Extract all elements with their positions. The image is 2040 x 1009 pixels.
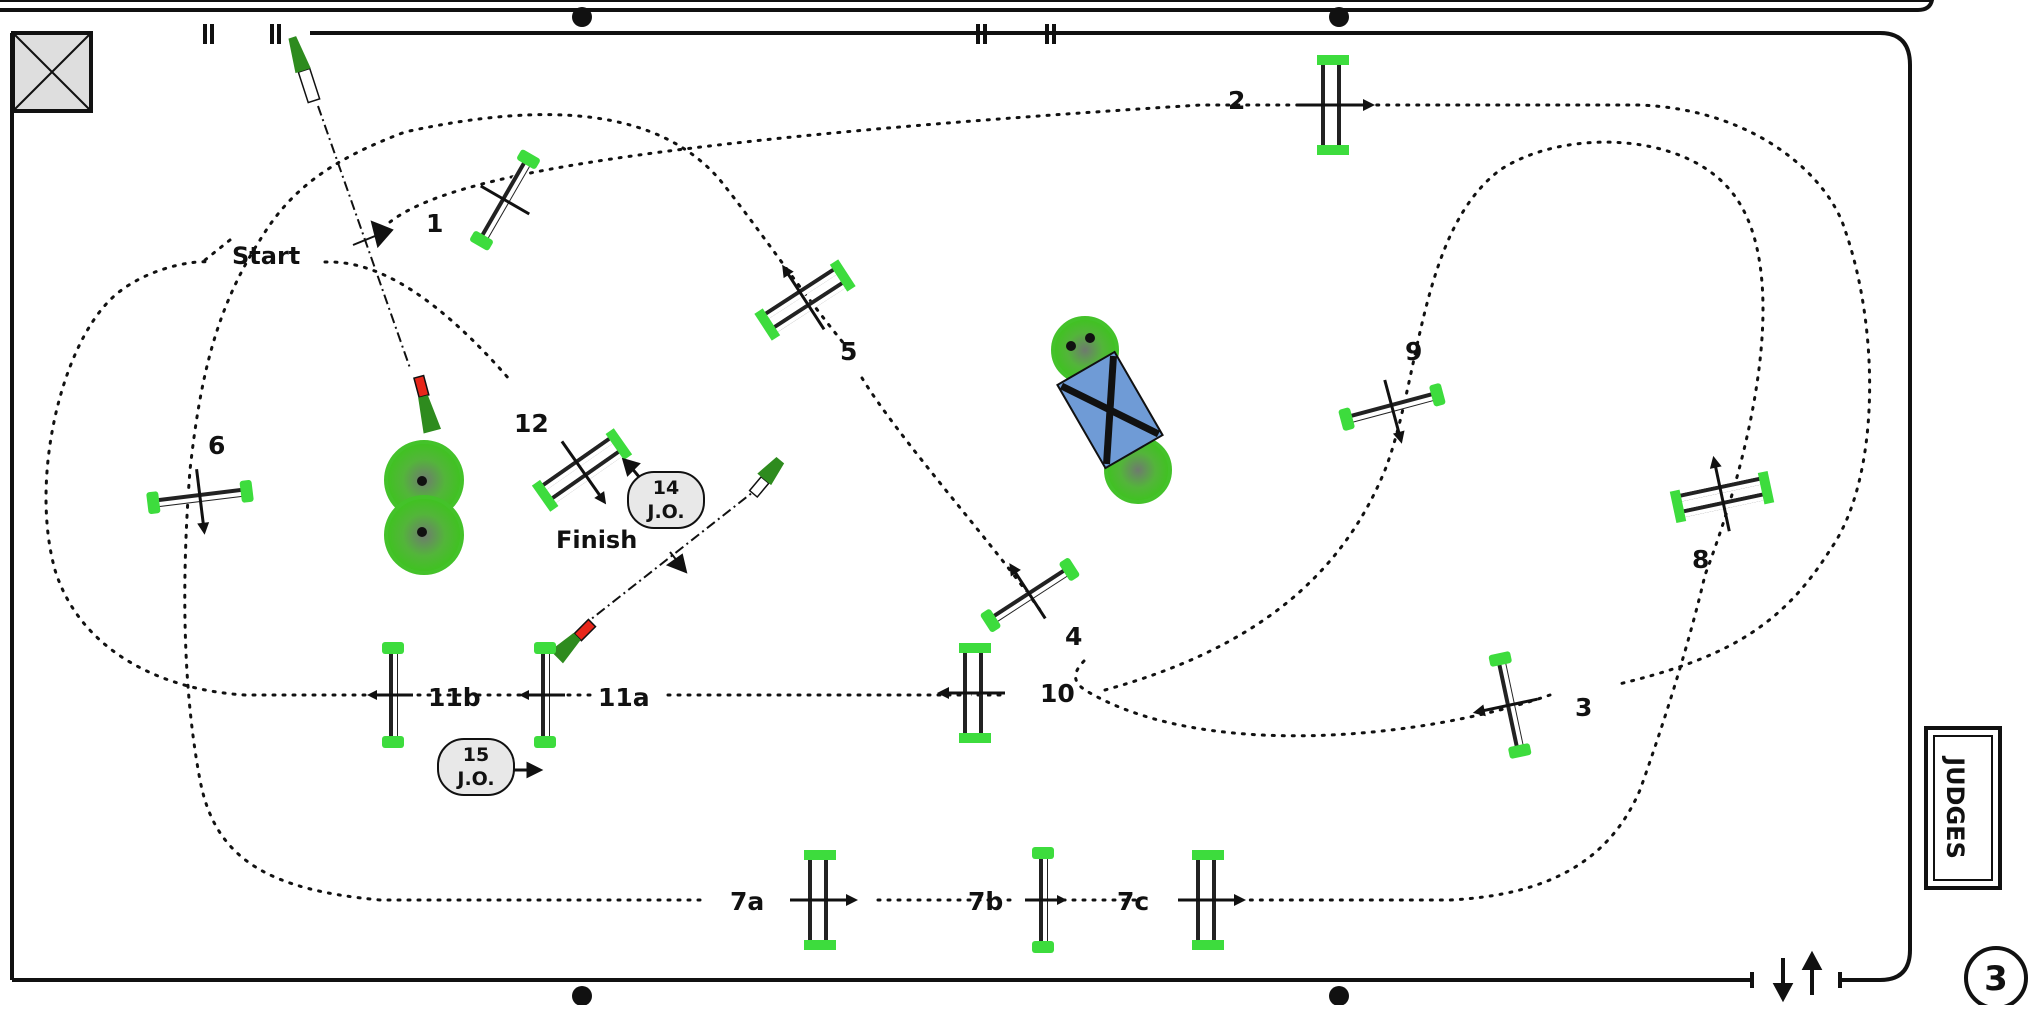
page-number-badge: 3	[1964, 946, 2028, 1009]
label-finish: Finish	[556, 526, 637, 554]
label-9: 9	[1405, 337, 1422, 366]
label-4: 4	[1065, 622, 1082, 651]
trees	[384, 316, 1172, 575]
start-line	[317, 105, 763, 621]
jump-4	[979, 556, 1081, 634]
course-labels: Start Finish 1 2 3 4 5 6 7a 7b 7c 8 9 10…	[208, 86, 1709, 916]
jump-7a	[790, 850, 858, 950]
jump-7c	[1178, 850, 1246, 950]
label-2: 2	[1228, 86, 1245, 115]
jump-8	[1669, 455, 1775, 532]
water-obstacle	[1056, 350, 1164, 470]
flags	[288, 36, 785, 664]
arena-outline	[12, 31, 1912, 982]
course-track	[44, 103, 1872, 902]
jump-1	[468, 148, 542, 252]
judges-label: JUDGES	[1941, 755, 1969, 859]
direction-arrows	[352, 220, 688, 574]
label-5: 5	[840, 337, 857, 366]
jump-11a	[519, 642, 565, 748]
jump-off-arrows	[513, 457, 642, 779]
label-8: 8	[1692, 545, 1709, 574]
jump-5	[754, 259, 856, 341]
jump-9	[1337, 379, 1447, 444]
label-6: 6	[208, 431, 225, 460]
label-7c: 7c	[1117, 887, 1149, 916]
judges-box: JUDGES	[1924, 726, 2002, 890]
label-7a: 7a	[730, 887, 764, 916]
label-10: 10	[1040, 679, 1075, 708]
top-border	[0, 0, 1935, 12]
jump-off-14-text: J.O.	[645, 501, 684, 523]
jump-off-bubble-14: 14 J.O.	[627, 471, 705, 529]
label-7b: 7b	[968, 887, 1003, 916]
jump-off-14-number: 14	[653, 477, 679, 499]
jump-off-15-text: J.O.	[455, 768, 494, 790]
jump-10	[937, 643, 1005, 743]
label-11b: 11b	[428, 683, 481, 712]
label-11a: 11a	[598, 683, 650, 712]
page-number: 3	[1984, 959, 2008, 999]
entry-exit-arrows	[1750, 950, 1842, 1003]
label-1: 1	[426, 209, 443, 238]
jump-3	[1472, 650, 1538, 760]
jump-11b	[367, 642, 413, 748]
label-start: Start	[232, 242, 300, 270]
corner-box	[11, 31, 93, 113]
jump-off-15-number: 15	[463, 744, 489, 766]
jump-2	[1298, 55, 1375, 155]
jump-6	[146, 469, 254, 535]
marker-dots	[572, 7, 1349, 1006]
gate-marks	[203, 24, 1056, 44]
jump-7b	[1025, 847, 1067, 953]
jump-12	[531, 428, 633, 512]
label-3: 3	[1575, 693, 1592, 722]
label-12: 12	[514, 409, 549, 438]
jump-off-bubble-15: 15 J.O.	[437, 738, 515, 796]
